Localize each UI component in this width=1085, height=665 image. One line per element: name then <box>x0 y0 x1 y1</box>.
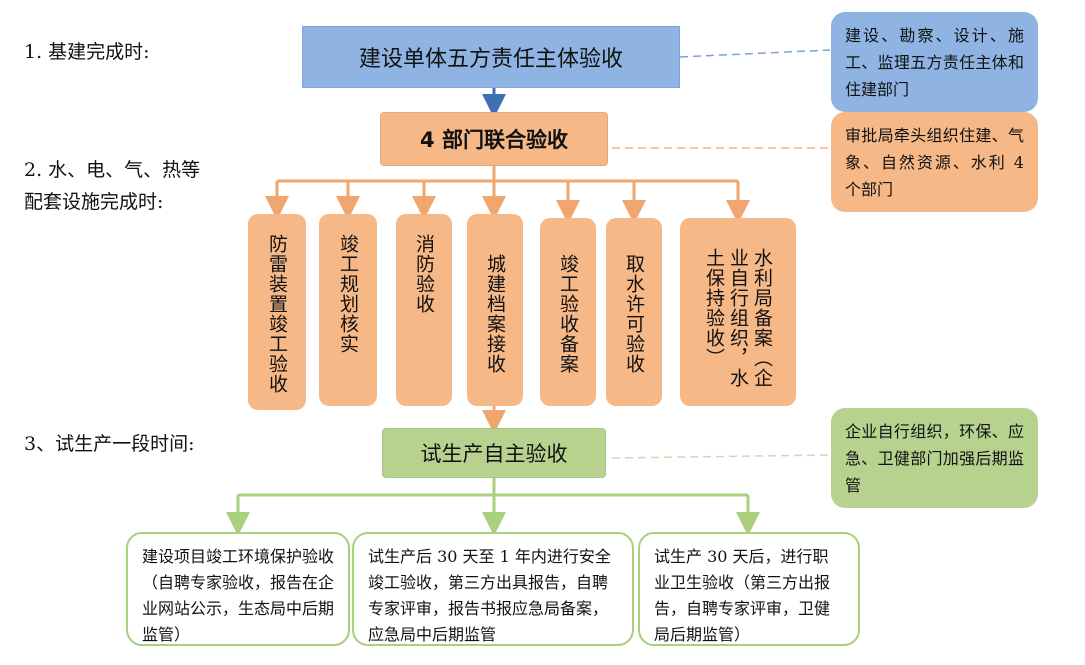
dash-green <box>611 454 831 459</box>
trial-production-acceptance-box: 试生产自主验收 <box>382 428 606 478</box>
item-completion-filing: 竣工验收备案 <box>540 218 596 406</box>
item-planning-verification-text: 竣工规划核实 <box>337 234 359 354</box>
item-fire-acceptance-text: 消防验收 <box>413 234 435 314</box>
dash-blue <box>679 49 831 58</box>
four-department-joint-acceptance-box: 4 部门联合验收 <box>380 112 608 166</box>
safety-acceptance-box: 试生产后 30 天至 1 年内进行安全竣工验收，第三方出具报告，自聘专家评审，报… <box>352 532 634 646</box>
item-water-conservancy: 水利局备案（企业自行组织，水土保持验收） <box>680 218 796 406</box>
stage-label-1: 1. 基建完成时: <box>24 41 150 63</box>
environmental-acceptance-box: 建设项目竣工环境保护验收（自聘专家验收，报告在企业网站公示，生态局中后期监管） <box>126 532 350 646</box>
item-water-permit: 取水许可验收 <box>606 218 662 406</box>
item-completion-filing-text: 竣工验收备案 <box>557 254 579 374</box>
item-urban-archives: 城建档案接收 <box>467 214 523 406</box>
item-planning-verification: 竣工规划核实 <box>319 214 377 406</box>
item-water-permit-text: 取水许可验收 <box>623 254 645 374</box>
item-water-conservancy-text: 水利局备案（企业自行组织，水土保持验收） <box>703 248 773 388</box>
stage-label-3: 3、试生产一段时间: <box>24 433 195 455</box>
item-lightning-protection: 防雷装置竣工验收 <box>248 214 306 410</box>
note-five-party: 建设、勘察、设计、施工、监理五方责任主体和住建部门 <box>831 12 1038 112</box>
occupational-health-acceptance-box: 试生产 30 天后，进行职业卫生验收（第三方出报告，自聘专家评审，卫健局后期监管… <box>638 532 860 646</box>
note-enterprise-self: 企业自行组织，环保、应急、卫健部门加强后期监管 <box>831 408 1038 508</box>
item-lightning-protection-text: 防雷装置竣工验收 <box>266 234 288 394</box>
stage-label-2: 2. 水、电、气、热等 配套设施完成时: <box>24 159 201 213</box>
item-fire-acceptance: 消防验收 <box>396 214 452 406</box>
item-urban-archives-text: 城建档案接收 <box>484 254 506 374</box>
five-party-acceptance-box: 建设单体五方责任主体验收 <box>302 26 680 88</box>
note-four-department: 审批局牵头组织住建、气象、自然资源、水利 4 个部门 <box>831 112 1038 212</box>
